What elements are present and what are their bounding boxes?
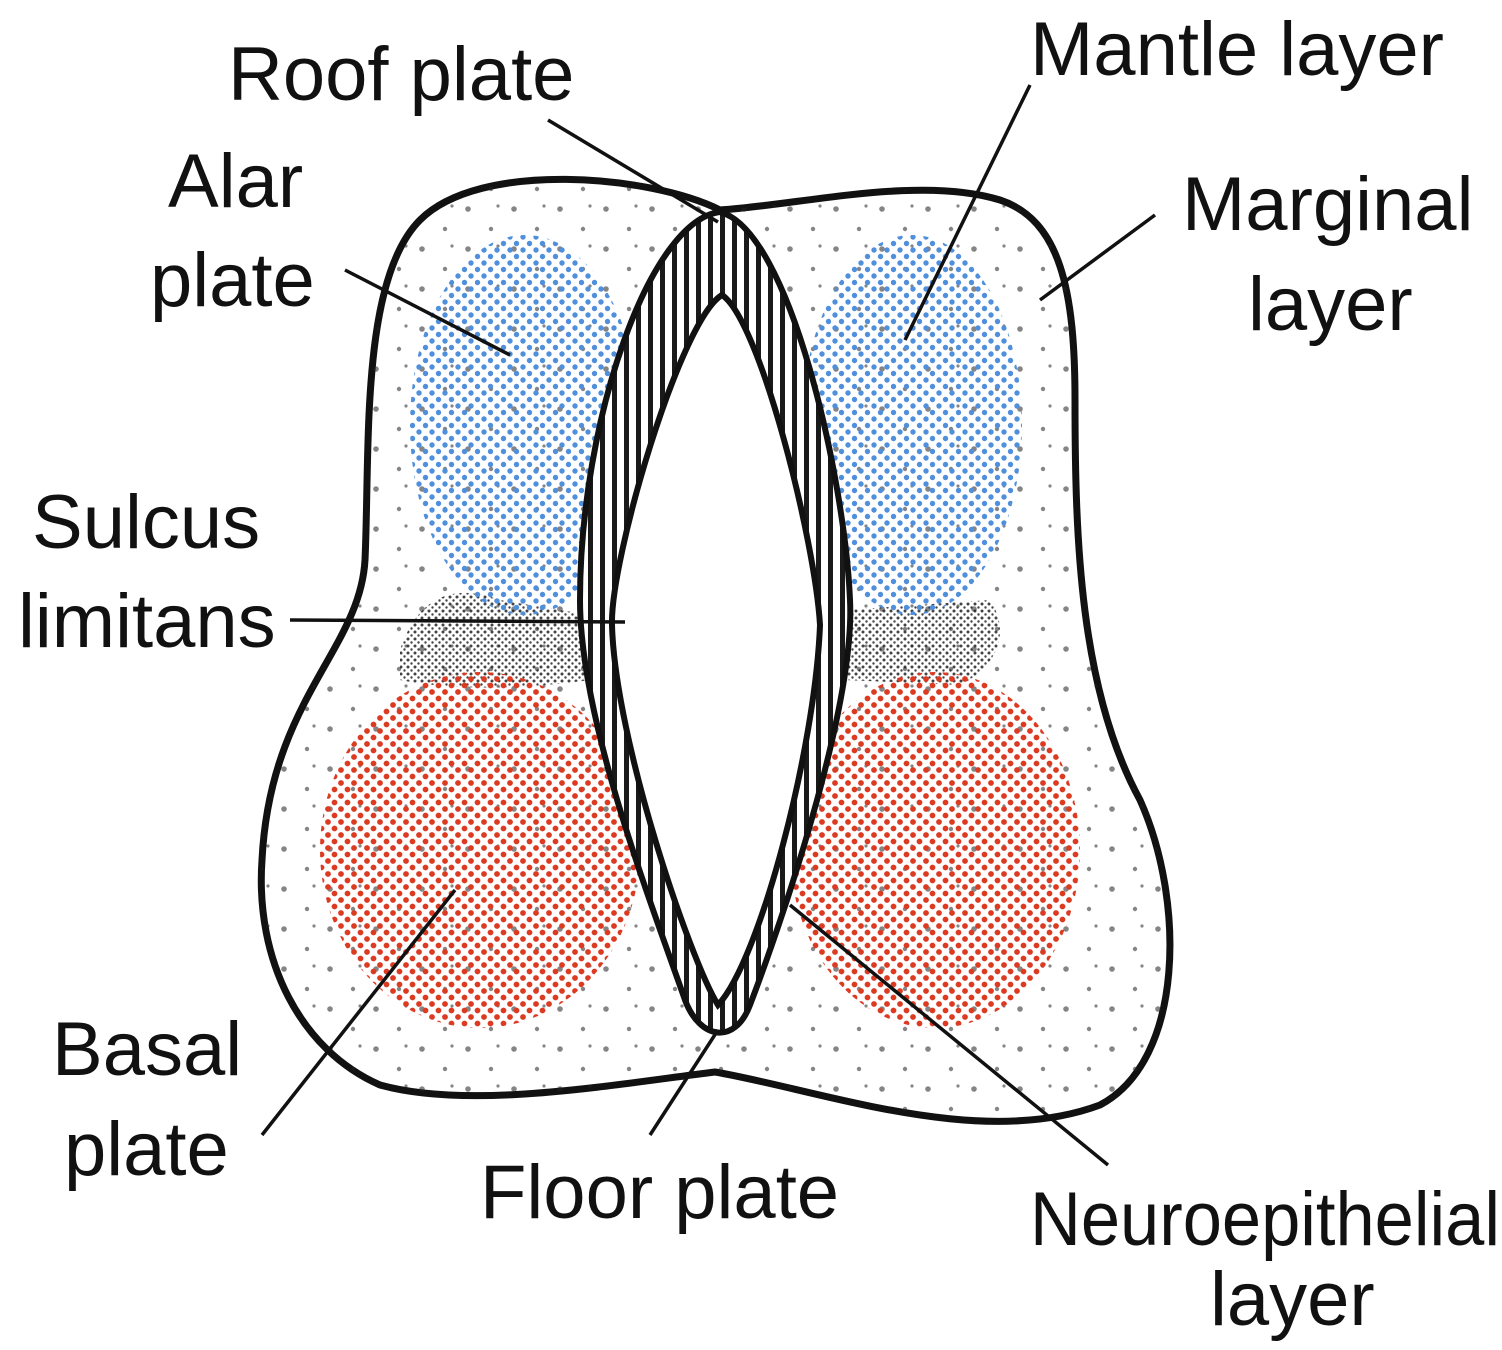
sulcus-limitans-leader [290, 620, 625, 622]
basal-plate-left [320, 672, 640, 1028]
sulcus-limitans-label-line1: Sulcus [32, 480, 260, 565]
floor-plate-label: Floor plate [480, 1150, 839, 1235]
marginal-layer-label-line1: Marginal [1182, 162, 1473, 247]
neuroepithelial-layer-label-line2: layer [1210, 1257, 1375, 1342]
sulcus-limitans-label-line2: limitans [18, 579, 276, 664]
alar-plate-label-line1: Alar [168, 139, 303, 224]
neuroepithelial-layer-label-line1: Neuroepithelial [1030, 1177, 1500, 1262]
marginal-layer-label-line2: layer [1248, 262, 1413, 347]
roof-plate-label: Roof plate [228, 32, 574, 117]
alar-plate-label-line2: plate [150, 238, 315, 323]
basal-plate-label-line2: plate [64, 1107, 229, 1192]
basal-plate-label-line1: Basal [52, 1007, 242, 1092]
mantle-layer-label: Mantle layer [1030, 7, 1444, 92]
